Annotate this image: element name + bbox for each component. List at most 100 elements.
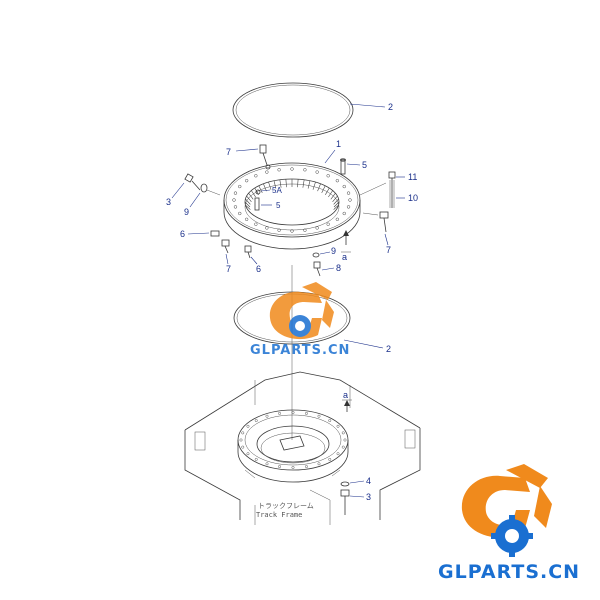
bolt-hole: [245, 179, 249, 183]
frame-bolt-hole: [265, 414, 269, 418]
arrow-a-top: [343, 230, 349, 245]
frame-bolt-hole: [265, 462, 269, 466]
leader-3-left: [171, 182, 185, 199]
gear-tooth: [332, 195, 338, 203]
bolt-hole: [254, 174, 258, 178]
frame-bolt-hole: [246, 424, 250, 428]
gear-tooth: [279, 179, 282, 188]
washer-9-left: [200, 183, 208, 193]
label-5a: 5A: [272, 186, 282, 195]
bolt-hole: [315, 226, 319, 230]
bolt-hole: [326, 222, 330, 226]
leader-5-top: [346, 163, 361, 166]
arrow-a-bottom: [344, 400, 350, 412]
label-11: 11: [408, 172, 417, 182]
gear-tooth: [263, 183, 267, 192]
label-7-top: 7: [226, 147, 231, 157]
label-6-left: 6: [180, 229, 185, 239]
frame-bolt-hole: [305, 411, 308, 415]
gear-tooth: [268, 181, 272, 190]
pin-5-top: [340, 158, 346, 175]
bolt-hole: [232, 198, 236, 202]
bolt-3-bottom: [340, 489, 350, 515]
gear-tooth: [307, 180, 311, 189]
gear-tooth: [246, 195, 252, 203]
label-3-left: 3: [166, 197, 171, 207]
track-frame: [184, 371, 421, 525]
label-9-lower: 9: [331, 246, 336, 256]
grease-fitting-7-lower: [221, 239, 230, 254]
leader-1: [324, 149, 336, 164]
gear-tooth: [325, 187, 330, 195]
grease-fitting-7-right: [379, 211, 389, 233]
frame-bolt-hole: [336, 452, 340, 456]
bolt-hole: [245, 217, 249, 221]
bearing-bolt-holes: [232, 167, 352, 233]
frame-bolt-hole: [317, 462, 321, 466]
bolt-hole: [315, 170, 319, 174]
leader-7-top: [235, 148, 259, 152]
frame-bolt-hole: [254, 419, 258, 423]
gear-tooth: [333, 198, 339, 205]
bolt-hole: [290, 167, 294, 171]
gear-tooth: [302, 179, 305, 188]
label-3-bottom: 3: [366, 492, 371, 502]
bolt-hole: [348, 198, 352, 202]
plug-6-lower: [244, 245, 252, 259]
leader-3-bottom: [349, 495, 365, 498]
gear-tooth: [245, 198, 251, 205]
gear-tooth: [312, 181, 316, 190]
leader-9-lower: [319, 251, 331, 255]
gear-tooth: [244, 201, 251, 208]
bearing-gear-teeth: [244, 179, 340, 210]
gear-tooth: [273, 180, 277, 189]
label-a-bottom: a: [343, 390, 348, 400]
label-7-right: 7: [386, 245, 391, 255]
watermark-logo-bottom: [461, 464, 552, 557]
leader-8: [321, 267, 335, 271]
frame-bolt-hole: [278, 465, 281, 469]
leader-7-lower: [225, 253, 229, 265]
gear-tooth: [297, 179, 299, 188]
gear-tooth: [333, 204, 339, 210]
label-4: 4: [366, 476, 371, 486]
washer-4-bottom: [340, 481, 350, 487]
label-2-top: 2: [388, 102, 393, 112]
label-10: 10: [408, 193, 418, 203]
label-1: 1: [336, 139, 341, 149]
frame-bolt-hole: [336, 424, 340, 428]
bolt-hole: [233, 205, 238, 209]
frame-bolt-hole: [246, 452, 250, 456]
frame-bolt-hole: [241, 431, 245, 435]
frame-bolt-hole: [341, 445, 345, 449]
bolt-hole: [277, 168, 281, 172]
gear-tooth: [248, 193, 254, 200]
bolt-hole: [335, 217, 339, 221]
bolt-hole: [335, 179, 339, 183]
leader-9-left: [189, 192, 201, 208]
frame-bolt-hole: [239, 438, 243, 442]
leader-6-left: [187, 232, 210, 235]
label-8: 8: [336, 263, 341, 273]
pin-5a: [255, 189, 261, 195]
leader-4: [349, 480, 365, 484]
bolt-hole: [346, 191, 351, 195]
bolt-hole: [265, 226, 269, 230]
bolt-hole: [233, 191, 238, 195]
leader-5a: [260, 189, 271, 192]
seal-ring-top: [232, 82, 354, 138]
bolt-hole: [342, 211, 346, 216]
watermark-text-bottom: GLPARTS.CN: [438, 561, 580, 583]
frame-bolt-hole: [328, 419, 332, 423]
leader-7-right-to-ring: [362, 212, 379, 216]
frame-bolt-hole: [305, 465, 308, 469]
leader-6-lower: [250, 256, 258, 265]
label-9-left: 9: [184, 207, 189, 217]
frame-bolt-hole: [291, 466, 295, 469]
gear-tooth: [245, 204, 251, 210]
watermark-logo-middle: [269, 282, 334, 340]
bolt-hole: [303, 168, 307, 172]
bolt-hole: [290, 229, 294, 233]
